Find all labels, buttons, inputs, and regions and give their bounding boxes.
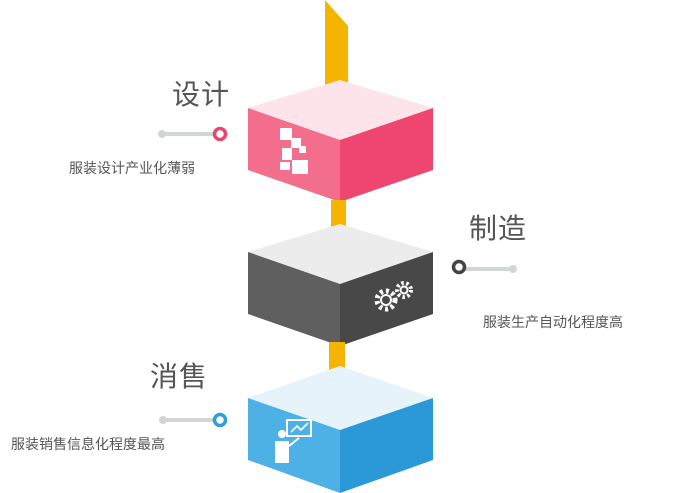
- sales-description: 服装销售信息化程度最高: [11, 437, 165, 453]
- sales-title: 消售: [150, 360, 209, 393]
- manufacturing-block: [248, 224, 433, 346]
- sales-connector: [159, 412, 228, 428]
- manufacturing-title: 制造: [469, 212, 528, 245]
- manufacturing-description: 服装生产自动化程度高: [483, 315, 623, 331]
- design-block: [248, 80, 433, 202]
- sales-block: [248, 366, 433, 493]
- manufacturing-connector: [451, 259, 517, 275]
- design-description: 服装设计产业化薄弱: [69, 161, 195, 177]
- gears-icon: [374, 281, 413, 312]
- design-title: 设计: [172, 78, 231, 111]
- design-connector: [158, 126, 228, 142]
- puzzle-icon: [280, 128, 308, 174]
- presenter-icon: [275, 419, 312, 463]
